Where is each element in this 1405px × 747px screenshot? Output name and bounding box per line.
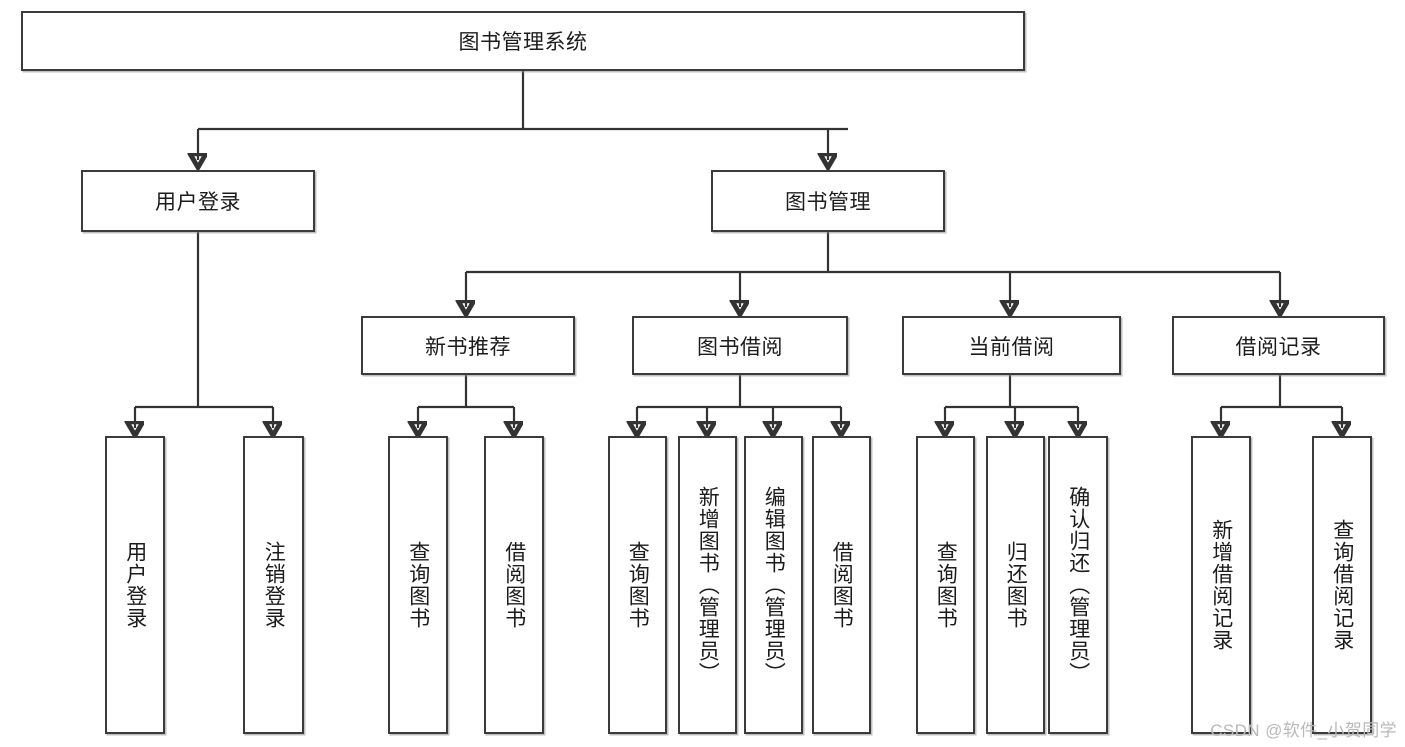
node-label: 注销登录 bbox=[262, 541, 286, 629]
leaf-borrow-book-1[interactable]: 借阅图书 bbox=[484, 436, 544, 734]
node-label: 新增图书（管理员） bbox=[696, 486, 720, 684]
node-label: 用户登录 bbox=[123, 541, 147, 629]
node-label: 查询图书 bbox=[934, 541, 958, 629]
leaf-return-book[interactable]: 归还图书 bbox=[986, 436, 1045, 734]
node-label: 查询图书 bbox=[626, 541, 650, 629]
node-new-book-recommend[interactable]: 新书推荐 bbox=[361, 316, 575, 375]
node-label: 图书借阅 bbox=[697, 335, 783, 359]
leaf-borrow-book-2[interactable]: 借阅图书 bbox=[812, 436, 871, 734]
node-borrow-record[interactable]: 借阅记录 bbox=[1172, 316, 1385, 375]
node-label: 借阅图书 bbox=[830, 541, 854, 629]
node-current-borrow[interactable]: 当前借阅 bbox=[902, 316, 1121, 375]
leaf-add-book[interactable]: 新增图书（管理员） bbox=[678, 436, 737, 734]
csdn-watermark: CSDN @软件_小贺同学 bbox=[1210, 721, 1397, 740]
node-label: 确认归还（管理员） bbox=[1066, 486, 1090, 684]
node-label: 图书管理系统 bbox=[458, 31, 588, 54]
leaf-user-login[interactable]: 用户登录 bbox=[105, 436, 165, 734]
node-label: 查询借阅记录 bbox=[1330, 519, 1354, 651]
node-root-system[interactable]: 图书管理系统 bbox=[21, 11, 1025, 71]
node-label: 编辑图书（管理员） bbox=[762, 486, 786, 684]
leaf-query-record[interactable]: 查询借阅记录 bbox=[1312, 436, 1372, 734]
node-label: 用户登录 bbox=[155, 191, 241, 214]
node-user-login[interactable]: 用户登录 bbox=[81, 170, 315, 232]
leaf-query-book-2[interactable]: 查询图书 bbox=[608, 436, 667, 734]
leaf-query-book-3[interactable]: 查询图书 bbox=[916, 436, 975, 734]
node-label: 新增借阅记录 bbox=[1209, 519, 1233, 651]
node-label: 新书推荐 bbox=[425, 335, 511, 359]
node-label: 图书管理 bbox=[785, 191, 871, 214]
leaf-confirm-return[interactable]: 确认归还（管理员） bbox=[1048, 436, 1108, 734]
node-label: 查询图书 bbox=[406, 541, 430, 629]
node-book-manage[interactable]: 图书管理 bbox=[711, 170, 945, 232]
node-label: 借阅图书 bbox=[502, 541, 526, 629]
leaf-edit-book[interactable]: 编辑图书（管理员） bbox=[744, 436, 803, 734]
node-book-borrow[interactable]: 图书借阅 bbox=[632, 316, 848, 375]
leaf-add-record[interactable]: 新增借阅记录 bbox=[1191, 436, 1251, 734]
node-label: 当前借阅 bbox=[968, 335, 1055, 359]
node-label: 归还图书 bbox=[1004, 541, 1028, 629]
node-label: 借阅记录 bbox=[1235, 335, 1322, 359]
leaf-user-logout[interactable]: 注销登录 bbox=[243, 436, 304, 734]
leaf-query-book-1[interactable]: 查询图书 bbox=[388, 436, 448, 734]
